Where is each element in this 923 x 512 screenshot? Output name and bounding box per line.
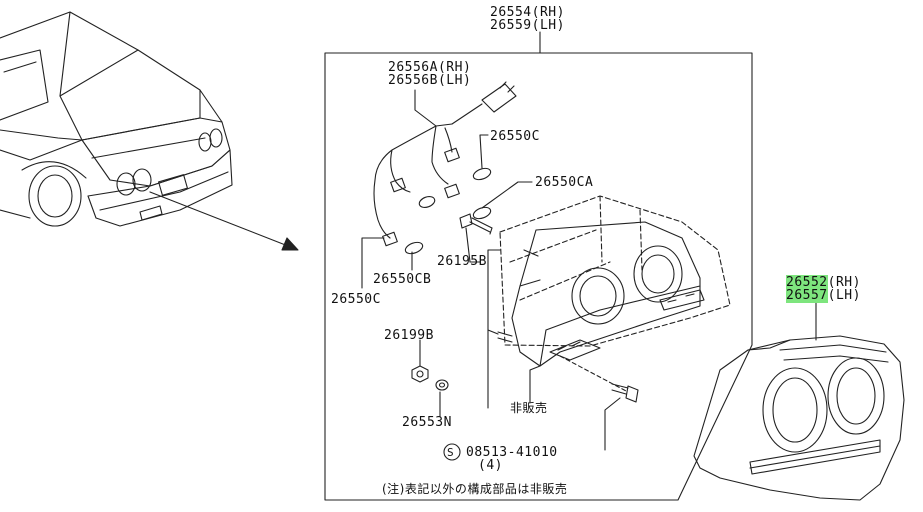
car-illustration <box>0 11 233 227</box>
label-bolt-qty: (4) <box>478 458 503 473</box>
label-lens-rh-suffix: (RH) <box>827 275 861 290</box>
label-screw: 26195B <box>437 254 487 269</box>
leader-lines <box>361 89 621 451</box>
label-harness-rh: 26556A(RH) <box>388 60 472 75</box>
label-nut: 26199B <box>384 328 434 343</box>
pointer-arrow <box>149 191 299 251</box>
bolt <box>611 383 639 403</box>
label-lens-rh: 26552(RH) <box>786 275 861 290</box>
assembly-frame <box>324 52 753 501</box>
label-screw-symbol: S <box>447 446 455 459</box>
label-washer: 26553N <box>402 415 452 430</box>
label-lens-lh-digits: 26557 <box>786 288 828 303</box>
label-lens-lh-suffix: (LH) <box>827 288 861 303</box>
label-assembly-lh: 26559(LH) <box>490 18 565 33</box>
label-bulb-ca: 26550CA <box>535 175 594 190</box>
outer-lens <box>693 301 905 501</box>
label-bulb-c-top: 26550C <box>490 129 540 144</box>
wiring-harness <box>373 81 517 255</box>
label-bulb-c-left: 26550C <box>331 292 381 307</box>
label-lens-rh-digits: 26552 <box>786 275 828 290</box>
nut-and-washer <box>411 365 449 391</box>
label-assembly-rh: 26554(RH) <box>490 5 565 20</box>
screw <box>459 213 493 235</box>
screw-symbol-circle <box>443 443 461 461</box>
label-bolt-code: 08513-41010 <box>466 445 558 460</box>
label-not-sold: 非販売 <box>510 401 548 415</box>
label-harness-lh: 26556B(LH) <box>388 73 472 88</box>
label-lens-lh: 26557(LH) <box>786 288 861 303</box>
label-note: (注)表記以外の構成部品は非販売 <box>382 482 568 496</box>
label-bulb-cb: 26550CB <box>373 272 432 287</box>
lamp-housing <box>499 195 731 393</box>
